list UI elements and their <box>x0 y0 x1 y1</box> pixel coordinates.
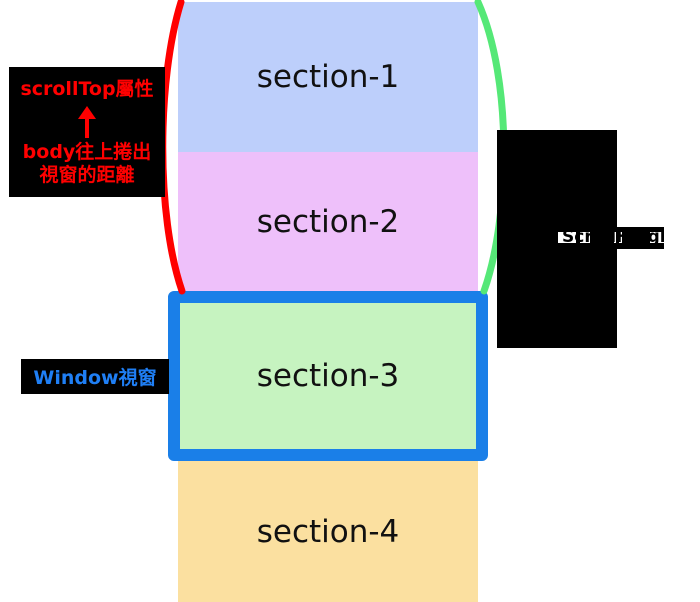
label-occluder-4 <box>622 227 650 249</box>
scrolltop-desc-line-2: 視窗的距離 <box>39 163 135 186</box>
scrolltop-description: body往上捲出 視窗的距離 <box>23 141 152 187</box>
up-arrow-icon <box>78 105 96 138</box>
window-callout-label: Window視窗 <box>33 367 157 389</box>
section-4-block: section-4 <box>178 461 478 602</box>
section-2-label: section-2 <box>256 204 400 240</box>
label-occluder-1 <box>576 227 580 249</box>
section-1-label: section-1 <box>256 59 400 95</box>
label-occluder-2 <box>590 227 614 249</box>
section-3-label: section-3 <box>256 358 400 394</box>
section-2-block: section-2 <box>178 152 478 292</box>
section-3-block: section-3 <box>180 303 476 449</box>
section-4-label: section-4 <box>256 513 400 550</box>
window-viewport-frame: section-3 <box>168 291 488 461</box>
section-1-block: section-1 <box>178 2 478 152</box>
label-occluder-3 <box>616 227 619 249</box>
scrolltop-callout-box: scrollTop屬性 body往上捲出 視窗的距離 <box>9 67 165 197</box>
scrolltop-title-text: scrollTop屬性 <box>20 77 154 100</box>
window-callout-box: Window視窗 <box>21 359 169 394</box>
scrolltop-desc-line-1: body往上捲出 <box>22 140 152 163</box>
